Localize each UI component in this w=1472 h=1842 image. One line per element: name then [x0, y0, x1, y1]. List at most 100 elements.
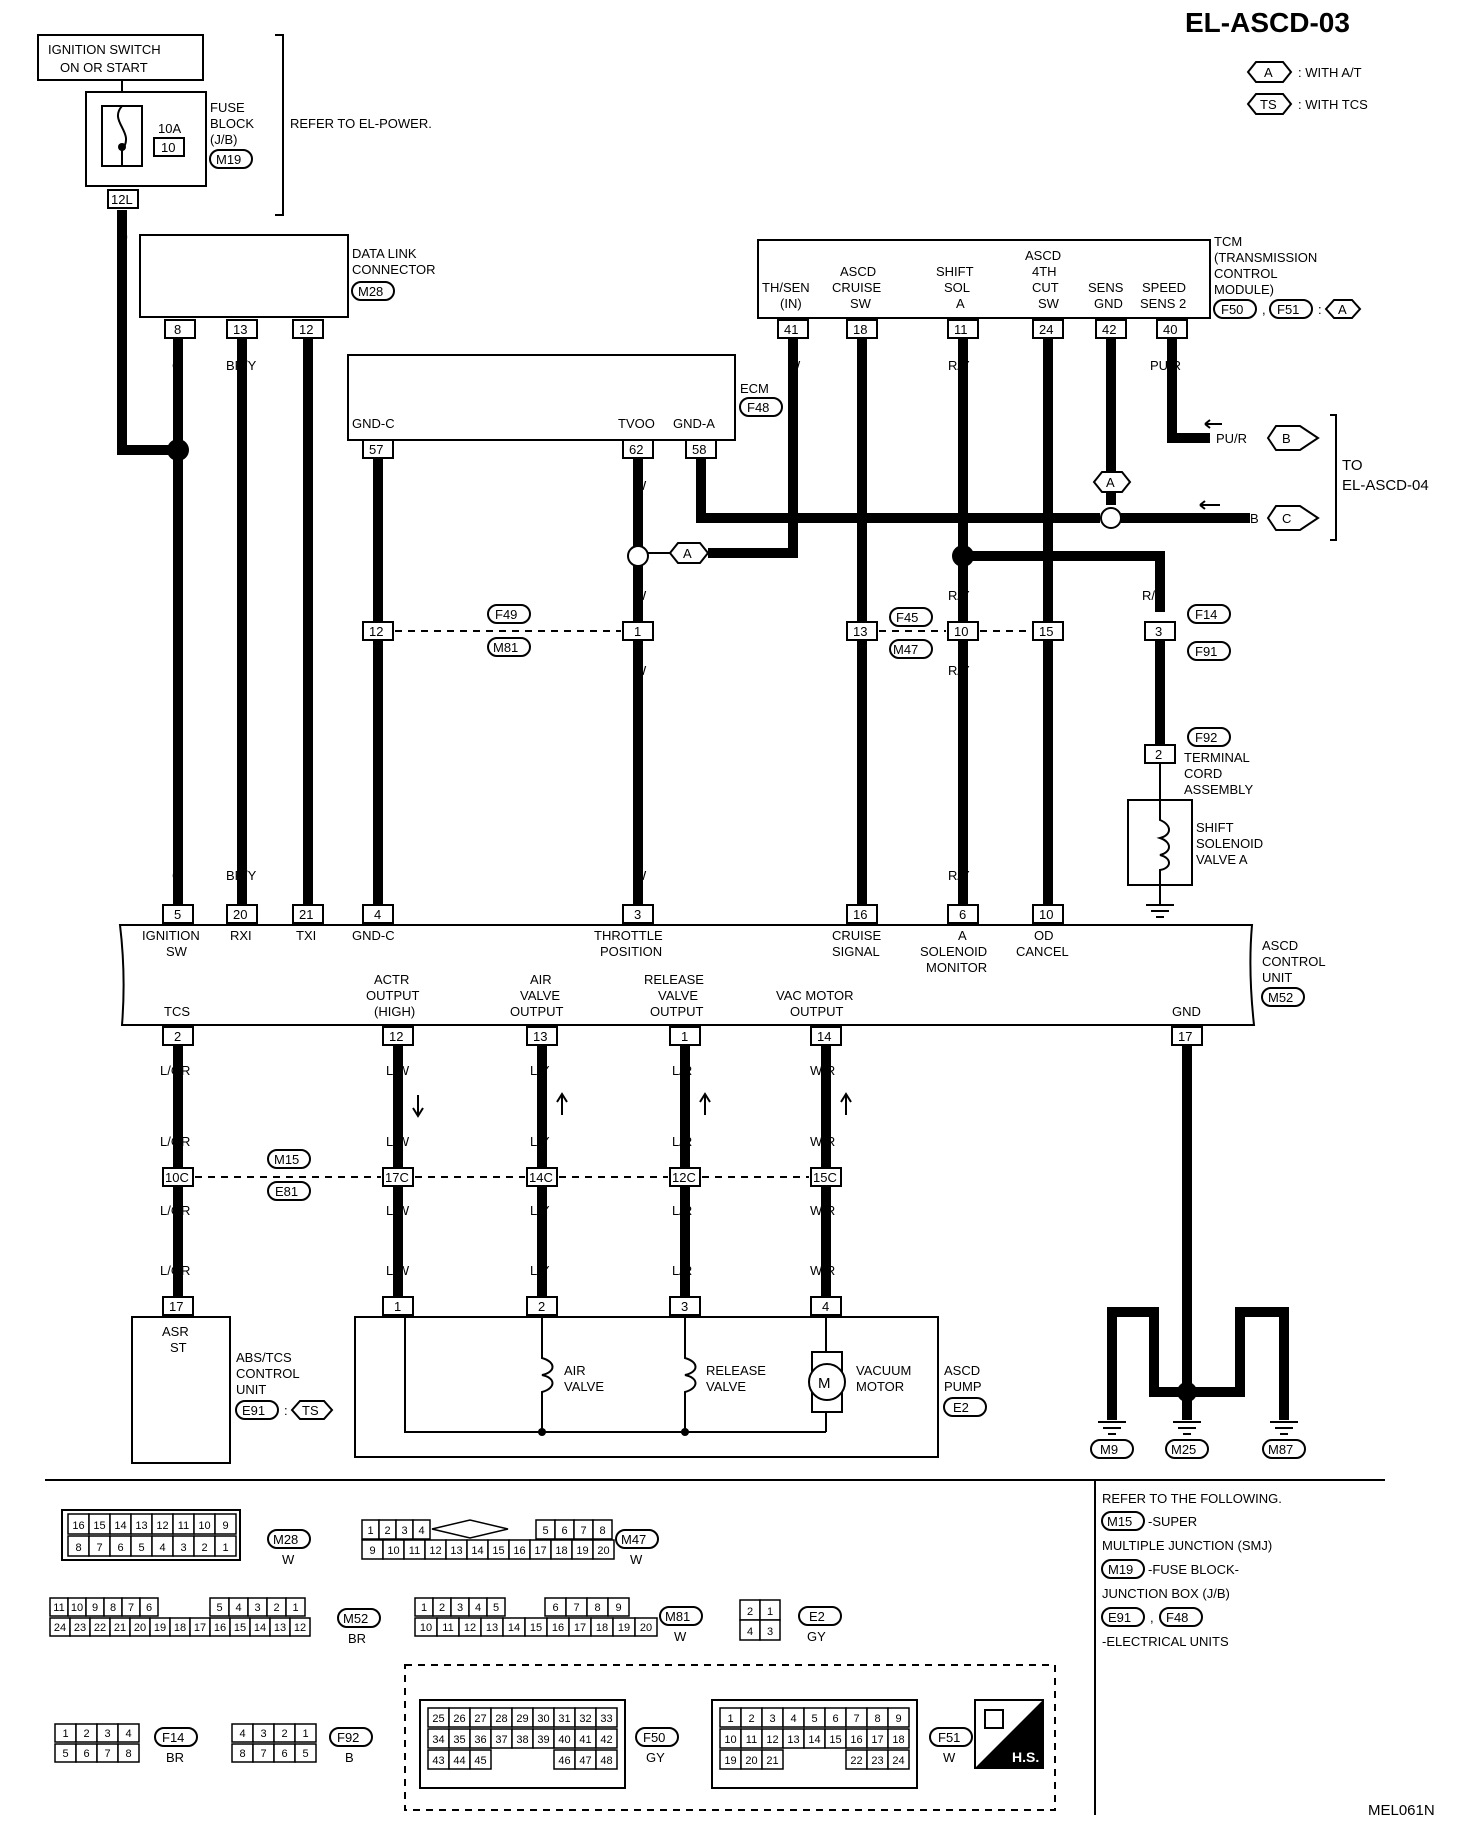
svg-text:40: 40	[1163, 322, 1177, 337]
m81-pin-label: 9	[615, 1602, 621, 1614]
ignition-switch: IGNITION SWITCH ON OR START	[37, 34, 204, 81]
f51-pin-label: 1	[727, 1713, 733, 1725]
svg-text::: :	[1318, 302, 1322, 317]
svg-text:13: 13	[853, 624, 867, 639]
legend-tcs-badge: TS	[1260, 97, 1277, 112]
e2-cell	[759, 1619, 781, 1641]
m81-pin-label: 17	[574, 1622, 586, 1634]
f51-pin-label: 18	[892, 1734, 904, 1746]
fuse-block-conn: M19	[216, 152, 241, 167]
term-conn: F92	[1195, 730, 1217, 745]
svg-text:17: 17	[1178, 1029, 1192, 1044]
svg-text:B: B	[372, 868, 381, 883]
svg-text:BR: BR	[166, 1750, 184, 1765]
svg-text:VALVE: VALVE	[564, 1379, 604, 1394]
svg-text:GND-C: GND-C	[352, 928, 395, 943]
m47-pin-label: 5	[542, 1525, 548, 1537]
ecm-pin-58: 58	[685, 439, 717, 459]
f50-pin-label: 47	[579, 1755, 591, 1767]
svg-text:CONTROL: CONTROL	[236, 1366, 300, 1381]
m81-pin-label: 19	[618, 1622, 630, 1634]
fuse-amp: 10A	[158, 121, 181, 136]
m81-pin-label: 10	[420, 1622, 432, 1634]
m81-pin-label: 1	[421, 1602, 427, 1614]
svg-text:B: B	[1234, 1348, 1243, 1363]
svg-text:L/Y: L/Y	[530, 1203, 550, 1218]
svg-text:VAC MOTOR: VAC MOTOR	[776, 988, 854, 1003]
m52-pin-label: 20	[134, 1622, 146, 1634]
fuse-block-label-2: BLOCK	[210, 116, 254, 131]
f50-pin-label: 26	[453, 1713, 465, 1725]
svg-text:G: G	[172, 868, 182, 883]
svg-text::: :	[284, 1403, 288, 1418]
dlc-conn: M28	[358, 284, 383, 299]
wire-ry-branch	[963, 551, 1165, 612]
legend-with-at: A : WITH A/T	[1246, 61, 1362, 83]
svg-text:E91: E91	[1108, 1610, 1131, 1625]
svg-text:MONITOR: MONITOR	[926, 960, 987, 975]
fuse-terminal: 12L	[111, 192, 133, 207]
f51-pin-label: 22	[850, 1755, 862, 1767]
ascd-pin-21: 21	[292, 904, 324, 924]
svg-text:14: 14	[817, 1029, 831, 1044]
f14-pin-label: 8	[125, 1748, 131, 1760]
f50-pin-label: 35	[453, 1734, 465, 1746]
e2-pin-label: 1	[767, 1606, 773, 1618]
svg-text:21: 21	[299, 907, 313, 922]
svg-text:BR: BR	[348, 1631, 366, 1646]
f50-pin-label: 42	[600, 1734, 612, 1746]
svg-text:M47: M47	[893, 642, 918, 657]
f51-pin-label: 6	[832, 1713, 838, 1725]
ground-wire-right	[1187, 1307, 1289, 1420]
tcm-pin-40: 40	[1156, 319, 1188, 339]
f50-pin-label: 38	[516, 1734, 528, 1746]
svg-text:L: L	[1044, 663, 1051, 678]
ascd-conn: M52	[1268, 990, 1293, 1005]
svg-text:14C: 14C	[529, 1170, 553, 1185]
svg-text:11: 11	[954, 322, 968, 337]
m52-pin-label: 18	[174, 1622, 186, 1634]
svg-text:-SUPER: -SUPER	[1148, 1514, 1197, 1529]
f50-pin-label: 46	[558, 1755, 570, 1767]
ecm-a-badge: A	[683, 546, 692, 561]
svg-text:TXI: TXI	[296, 928, 316, 943]
svg-text:20: 20	[233, 907, 247, 922]
svg-text:R/Y: R/Y	[1142, 588, 1164, 603]
tcm-box	[757, 239, 1211, 319]
svg-text:3: 3	[681, 1299, 688, 1314]
m52-pin-label: 2	[273, 1602, 279, 1614]
f92-pin-label: 2	[281, 1728, 287, 1740]
svg-text:M25: M25	[1171, 1442, 1196, 1457]
svg-text:Y: Y	[858, 588, 867, 603]
m47-pin-label: 9	[369, 1545, 375, 1557]
f92-pin-label: 8	[239, 1748, 245, 1760]
f51-cell	[761, 1749, 784, 1770]
svg-text:E81: E81	[275, 1184, 298, 1199]
svg-text:TERMINAL: TERMINAL	[1184, 750, 1250, 765]
harness-side-icon: H.S.	[974, 1699, 1044, 1769]
svg-text:41: 41	[784, 322, 798, 337]
svg-text:16: 16	[853, 907, 867, 922]
svg-text:4: 4	[822, 1299, 829, 1314]
m81-pin-label: 18	[596, 1622, 608, 1634]
m52-pin-label: 7	[128, 1602, 134, 1614]
svg-text:UNIT: UNIT	[236, 1382, 266, 1397]
pump-pin-4: 4	[810, 1296, 842, 1316]
f92-pin-label: 7	[260, 1748, 266, 1760]
m47-pin-label: 14	[471, 1545, 483, 1557]
f50-pin-label: 39	[537, 1734, 549, 1746]
svg-text:B: B	[372, 588, 381, 603]
svg-text:ASCD: ASCD	[1025, 248, 1061, 263]
f92-cell	[294, 1743, 317, 1763]
pump-pin-2: 2	[526, 1296, 558, 1316]
f51-pin-label: 21	[766, 1755, 778, 1767]
svg-text:W: W	[634, 588, 647, 603]
legend-tcs-text: : WITH TCS	[1298, 97, 1368, 112]
f14-pin-label: 6	[83, 1748, 89, 1760]
svg-text:3: 3	[1155, 624, 1162, 639]
svg-text:M81: M81	[493, 640, 518, 655]
ascd-pin-3: 3	[622, 904, 654, 924]
ecm-pin-name-3: GND-A	[673, 416, 715, 431]
m52-cell	[285, 1597, 306, 1617]
ascd-pin-10: 10	[1032, 904, 1064, 924]
